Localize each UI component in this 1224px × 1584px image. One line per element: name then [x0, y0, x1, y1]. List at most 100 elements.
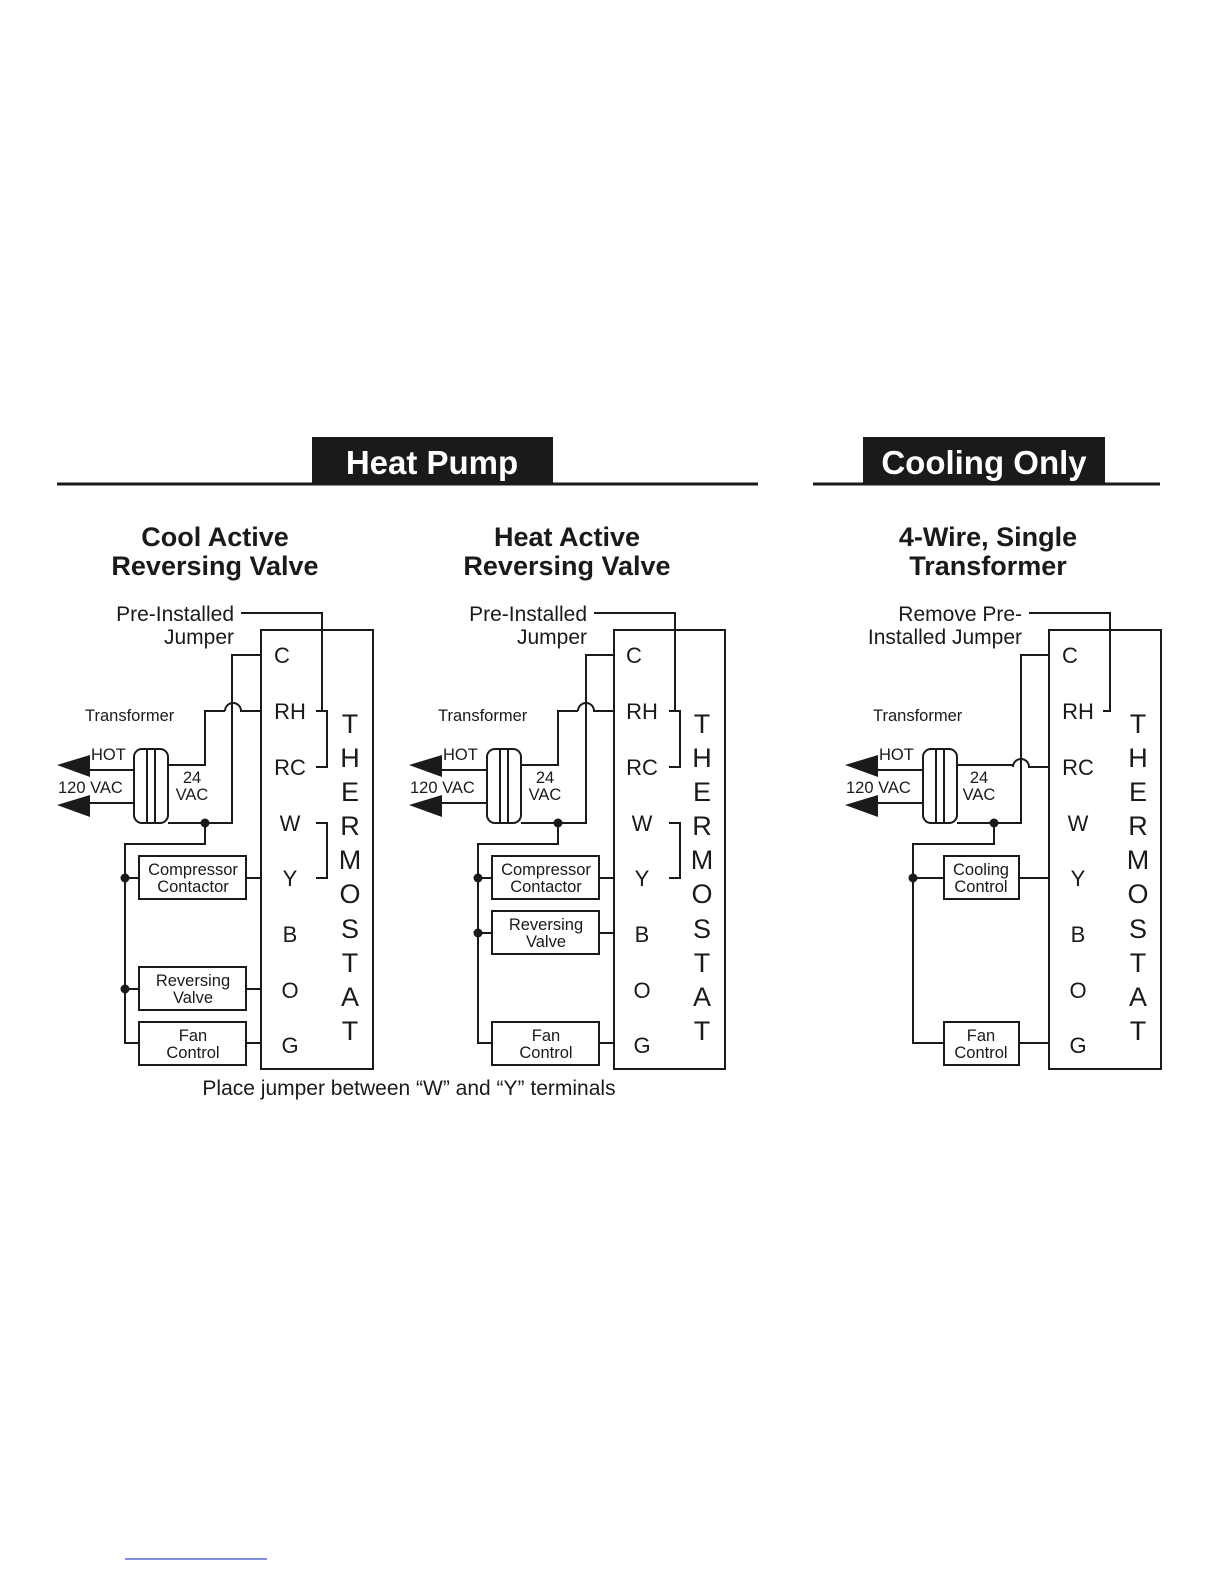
thermostat-letter: O — [691, 879, 712, 909]
w-y-jumper — [316, 822, 328, 879]
thermostat-letter: H — [1128, 743, 1148, 773]
thermostat-letter: E — [693, 777, 711, 807]
component-label: Cooling — [953, 861, 1009, 879]
transformer-label: Transformer — [873, 707, 963, 725]
terminal-y: Y — [635, 866, 650, 891]
component-label: Fan — [179, 1027, 207, 1045]
crossover-hop — [1012, 758, 1049, 768]
jumper-label-line1: Pre-Installed — [469, 603, 587, 626]
thermostat-letter: T — [694, 709, 711, 739]
heat-pump-header-bg — [312, 437, 553, 485]
jumper-label-line2: Jumper — [164, 626, 234, 649]
jumper-label-line2: Installed Jumper — [868, 626, 1022, 649]
vac120-label: 120 VAC — [58, 779, 123, 797]
terminal-rc: RC — [1062, 755, 1094, 780]
thermostat-letter: T — [342, 1016, 359, 1046]
hot-label: HOT — [879, 746, 914, 764]
transformer-to-c-wire — [957, 654, 1049, 824]
jumper-footnote: Place jumper between “W” and “Y” termina… — [202, 1077, 615, 1100]
terminal-o: O — [633, 978, 650, 1003]
component-label: Control — [166, 1044, 219, 1062]
component-label: Compressor — [148, 861, 238, 879]
thermostat-letter: O — [1127, 879, 1148, 909]
vac-arrow — [409, 795, 442, 817]
terminal-rc: RC — [626, 755, 658, 780]
transformer-core — [486, 748, 522, 824]
terminal-rh: RH — [1062, 699, 1094, 724]
thermostat-letter: A — [341, 982, 359, 1012]
vac24-label-line1: 24 — [970, 769, 988, 787]
terminal-w: W — [280, 811, 301, 836]
hot-arrow — [845, 755, 878, 777]
thermostat-letter: O — [339, 879, 360, 909]
thermostat-letter: S — [341, 914, 359, 944]
cooling-only-header-bg — [863, 437, 1105, 485]
diagram-title-line2: Reversing Valve — [111, 551, 318, 581]
component-label: Reversing — [156, 972, 230, 990]
component-label: Fan — [967, 1027, 995, 1045]
diagram-title-line1: 4-Wire, Single — [899, 522, 1077, 552]
diagram-cool-active: Cool Active Reversing Valve Pre-Installe… — [57, 522, 374, 1070]
thermostat-letter: R — [692, 811, 712, 841]
thermostat-letter: T — [1130, 948, 1147, 978]
vac24-label-line2: VAC — [963, 786, 996, 804]
terminal-rh: RH — [274, 699, 306, 724]
component-label: Contactor — [157, 878, 229, 896]
thermostat-letter: S — [1129, 914, 1147, 944]
terminal-o: O — [1069, 978, 1086, 1003]
transformer-label: Transformer — [85, 707, 175, 725]
crossover-hop — [577, 702, 614, 712]
rh-rc-jumper — [669, 710, 681, 768]
terminal-g: G — [1069, 1033, 1086, 1058]
heat-pump-header: Heat Pump — [57, 437, 758, 486]
vac24-label-line2: VAC — [176, 786, 209, 804]
terminal-g: G — [633, 1033, 650, 1058]
component-label: Contactor — [510, 878, 582, 896]
jumper-label-line2: Jumper — [517, 626, 587, 649]
thermostat-letter: T — [342, 948, 359, 978]
component-label: Fan — [532, 1027, 560, 1045]
thermostat-letter: M — [339, 845, 362, 875]
diagram-4-wire: 4-Wire, Single Transformer Remove Pre- I… — [845, 522, 1162, 1070]
component-label: Control — [954, 878, 1007, 896]
thermostat-letter: R — [340, 811, 360, 841]
diagram-title-line2: Reversing Valve — [463, 551, 670, 581]
terminal-c: C — [626, 643, 642, 668]
component-label: Valve — [526, 933, 566, 951]
vac24-label-line1: 24 — [183, 769, 201, 787]
thermostat-letter: T — [694, 1016, 711, 1046]
transformer-to-rh-wire — [168, 710, 225, 766]
common-bus-wire — [912, 823, 995, 1044]
diagram-title-line1: Heat Active — [494, 522, 640, 552]
thermostat-box — [613, 629, 726, 1070]
diagram-title-line2: Transformer — [909, 551, 1067, 581]
thermostat-letter: T — [694, 948, 711, 978]
thermostat-letter: H — [692, 743, 712, 773]
component-label: Reversing — [509, 916, 583, 934]
remove-jumper-leader-wire — [1029, 612, 1111, 712]
crossover-hop — [224, 702, 261, 712]
vac120-label: 120 VAC — [846, 779, 911, 797]
terminal-b: B — [283, 922, 298, 947]
transformer-to-c-wire — [168, 654, 261, 824]
thermostat-letter: R — [1128, 811, 1148, 841]
cooling-only-header-text: Cooling Only — [881, 444, 1087, 481]
transformer-core — [133, 748, 169, 824]
junction-dot — [473, 873, 483, 883]
jumper-label-line1: Pre-Installed — [116, 603, 234, 626]
hot-arrow — [57, 755, 90, 777]
terminal-rh: RH — [626, 699, 658, 724]
component-label: Compressor — [501, 861, 591, 879]
terminal-w: W — [1068, 811, 1089, 836]
junction-dot — [120, 873, 130, 883]
component-label: Control — [519, 1044, 572, 1062]
junction-dot — [120, 984, 130, 994]
terminal-g: G — [281, 1033, 298, 1058]
rh-rc-jumper — [316, 710, 328, 768]
hot-label: HOT — [91, 746, 126, 764]
terminal-rc: RC — [274, 755, 306, 780]
transformer-to-rh-wire — [521, 710, 578, 766]
component-label: Control — [954, 1044, 1007, 1062]
junction-dot — [908, 873, 918, 883]
